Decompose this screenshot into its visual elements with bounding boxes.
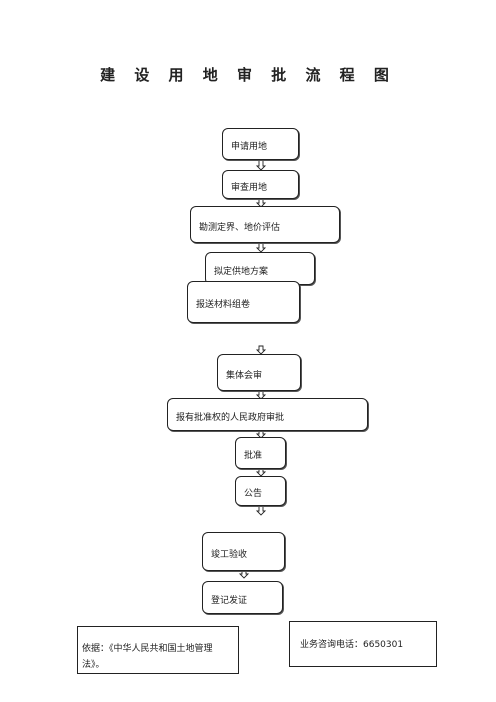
arrow-9: [255, 505, 267, 516]
step-label: 申请用地: [231, 142, 268, 152]
arrow-10: [238, 570, 250, 579]
arrow-6: [255, 390, 267, 400]
legal-basis-text: 依据：《中华人民共和国土地管理法》。: [82, 644, 213, 670]
step-label: 批准: [244, 451, 263, 461]
step-label: 竣工验收: [211, 549, 248, 560]
step-completion-acceptance: 竣工验收: [202, 532, 285, 571]
arrow-8: [255, 468, 267, 477]
page-title: 建 设 用 地 审 批 流 程 图: [100, 66, 396, 84]
step-apply-land: 申请用地: [222, 128, 299, 160]
step-announcement: 公告: [235, 476, 286, 506]
step-approved: 批准: [235, 437, 286, 469]
arrow-3: [255, 242, 267, 253]
step-label: 报有批准权的人民政府审批: [176, 412, 285, 423]
hotline-note: 业务咨询电话：6650301: [289, 621, 437, 667]
step-label: 报送材料组卷: [196, 300, 251, 310]
step-label: 拟定供地方案: [214, 266, 269, 277]
step-survey-valuation: 勘测定界、地价评估: [190, 206, 340, 243]
step-label: 公告: [244, 489, 263, 499]
step-label: 审查用地: [231, 182, 268, 193]
legal-basis-note: 依据：《中华人民共和国土地管理法》。: [77, 626, 239, 674]
step-government-approval: 报有批准权的人民政府审批: [167, 398, 368, 431]
arrow-1: [255, 159, 267, 171]
step-label: 集体会审: [226, 370, 263, 381]
step-review-land: 审查用地: [222, 170, 299, 199]
step-collective-review: 集体会审: [217, 354, 301, 391]
step-registration-certificate: 登记发证: [202, 581, 283, 614]
arrow-5: [255, 345, 267, 355]
step-label: 勘测定界、地价评估: [199, 222, 281, 233]
step-label: 登记发证: [211, 595, 248, 606]
arrow-2: [255, 198, 267, 208]
step-submit-materials: 报送材料组卷: [187, 281, 300, 323]
hotline-text: 业务咨询电话：6650301: [300, 640, 404, 650]
arrow-7: [255, 430, 267, 439]
